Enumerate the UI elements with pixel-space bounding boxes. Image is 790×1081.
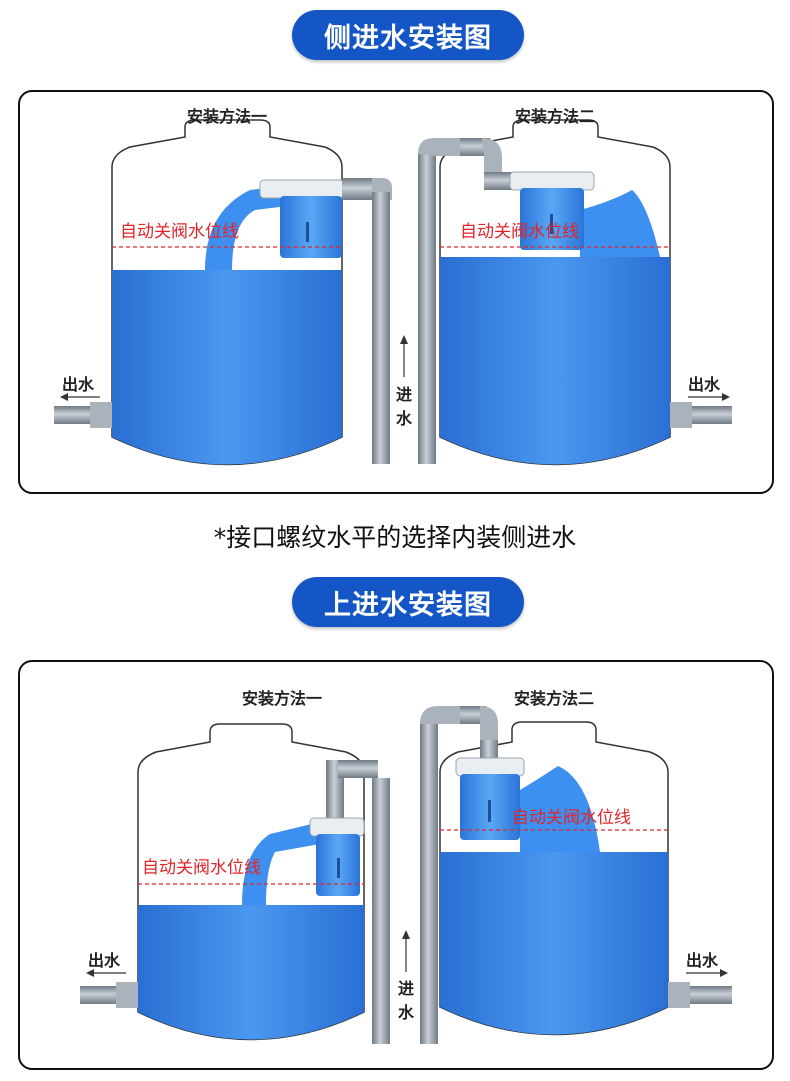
inlet-pipe-left — [342, 178, 392, 464]
side-inlet-char-2: 水 — [396, 409, 413, 428]
outlet-arrowhead-left — [60, 393, 68, 401]
inlet-arrowhead-middle-top — [402, 930, 410, 939]
outlet-arrowhead-right-top — [720, 969, 728, 977]
side-outlet-right: 出水 — [688, 375, 721, 394]
tank-left-top — [137, 723, 365, 1041]
outlet-arrowhead-right — [722, 393, 730, 401]
inlet-arrowhead-middle — [400, 335, 408, 344]
top-inlet-svg: 安装方法一 自动关阀水位线 出水 进 水 安装方法二 — [80, 689, 732, 1044]
float-valve-right-top — [455, 757, 525, 840]
inlet-pipe-right-top — [420, 706, 498, 1044]
side-level-label-left: 自动关阀水位线 — [120, 222, 239, 242]
outlet-arrowhead-left-top — [86, 969, 94, 977]
top-method2-label: 安装方法二 — [514, 689, 594, 708]
float-valve-left — [259, 179, 345, 258]
top-inlet-char-2: 水 — [398, 1003, 415, 1022]
top-level-label-left: 自动关阀水位线 — [142, 858, 261, 878]
outlet-pipe-right-top — [668, 982, 732, 1008]
tank-left — [111, 119, 343, 466]
side-level-label-right: 自动关阀水位线 — [460, 222, 579, 242]
side-inlet-title-badge: 侧进水安装图 — [292, 10, 524, 60]
float-valve-left-top — [309, 817, 365, 896]
top-inlet-title: 上进水安装图 — [324, 589, 492, 621]
outlet-pipe-left — [54, 402, 112, 428]
side-inlet-char-1: 进 — [396, 385, 412, 404]
tank-right — [439, 119, 671, 466]
side-inlet-diagram: 安装方法一 自动关阀水位线 出水 进 水 安装方法二 — [18, 90, 774, 494]
top-inlet-title-badge: 上进水安装图 — [292, 577, 524, 627]
side-method1-label: 安装方法一 — [187, 107, 267, 126]
inlet-pipe-right — [418, 138, 520, 464]
side-method2-label: 安装方法二 — [515, 107, 595, 126]
outlet-pipe-right — [670, 402, 732, 428]
top-inlet-diagram: 安装方法一 自动关阀水位线 出水 进 水 安装方法二 — [18, 660, 774, 1070]
top-level-label-right: 自动关阀水位线 — [512, 808, 631, 828]
top-method1-label: 安装方法一 — [242, 689, 322, 708]
inlet-pipe-left-top — [326, 760, 390, 1044]
side-inlet-title: 侧进水安装图 — [324, 22, 492, 54]
top-outlet-left: 出水 — [88, 951, 121, 970]
outlet-pipe-left-top — [80, 982, 138, 1008]
float-valve-right — [509, 171, 595, 250]
side-outlet-left: 出水 — [62, 375, 95, 394]
side-inlet-svg: 安装方法一 自动关阀水位线 出水 进 水 安装方法二 — [54, 107, 732, 466]
install-note: *接口螺纹水平的选择内装侧进水 — [213, 523, 577, 552]
top-outlet-right: 出水 — [686, 951, 719, 970]
top-inlet-char-1: 进 — [398, 979, 414, 998]
